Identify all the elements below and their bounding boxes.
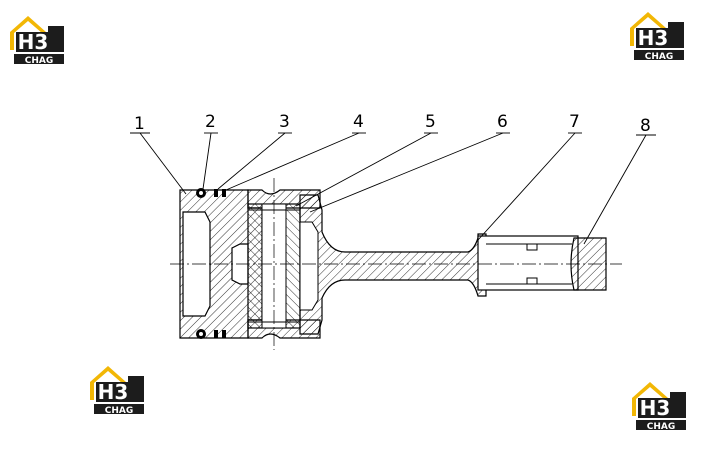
svg-text:CHAG: CHAG [25,56,54,66]
fastener-top [196,188,226,198]
svg-text:CHAG: CHAG [647,422,676,432]
callout-2: 2 [205,112,216,132]
callout-4: 4 [353,112,364,132]
svg-text:H3: H3 [640,396,671,420]
rod-part-6 [299,194,487,335]
callout-6: 6 [497,112,508,132]
callout-5: 5 [425,112,436,132]
sleeve-part-7 [477,235,579,291]
brand-logo-icon: H3 CHAG [628,8,686,64]
callout-1: 1 [134,114,145,134]
svg-text:H3: H3 [98,380,129,404]
callout-7: 7 [569,112,580,132]
brand-logo-icon: H3 CHAG [630,378,688,434]
callout-3: 3 [279,112,290,132]
leader-lines [130,132,656,245]
svg-text:CHAG: CHAG [105,406,134,416]
callout-8: 8 [640,116,651,136]
svg-text:H3: H3 [18,30,49,54]
brand-logo-icon: H3 CHAG [8,12,66,68]
centerlines [170,178,622,350]
svg-text:CHAG: CHAG [645,52,674,62]
fastener-bottom [196,329,226,339]
brand-logo-icon: H3 CHAG [88,362,146,418]
callout-labels: 1 2 3 4 5 6 7 8 [134,112,651,136]
svg-text:H3: H3 [638,26,669,50]
